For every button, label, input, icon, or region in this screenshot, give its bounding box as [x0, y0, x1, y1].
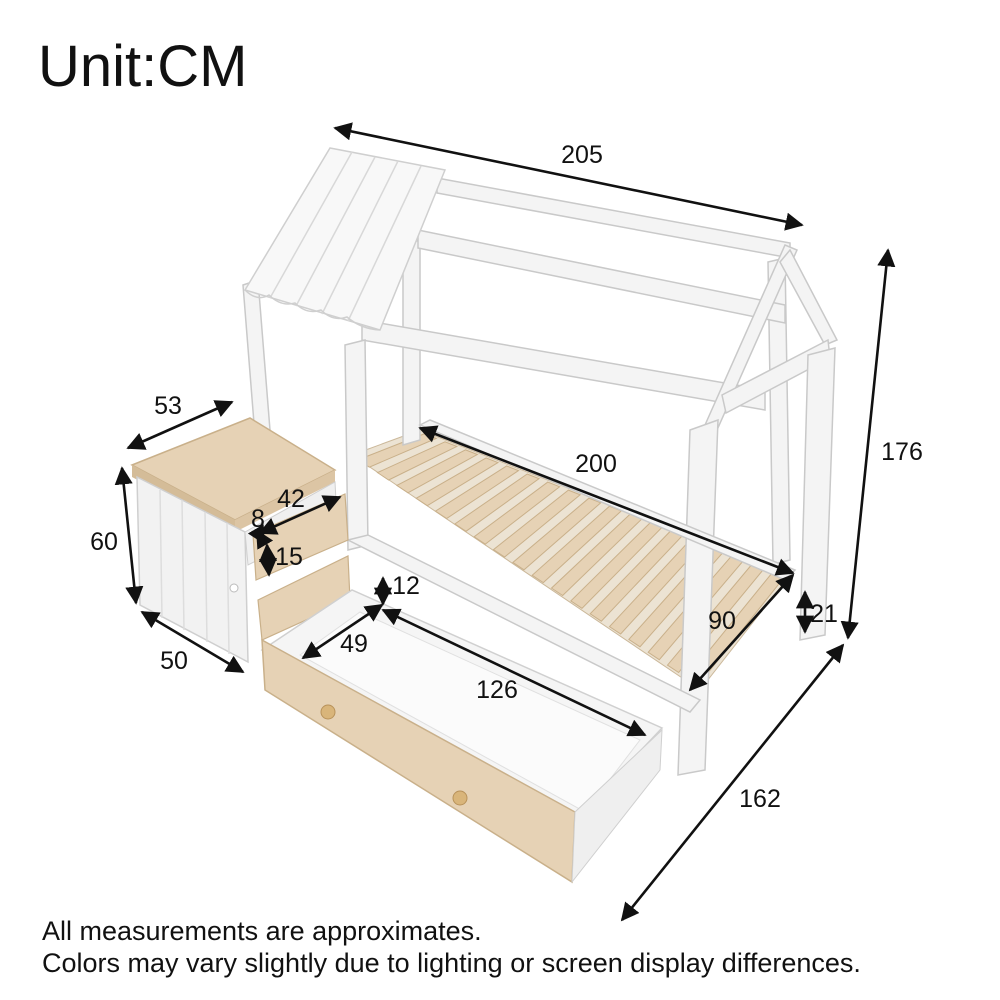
- dim-trundle-height: 12: [392, 572, 420, 600]
- dim-slat-width: 90: [708, 607, 736, 635]
- unit-label: Unit:CM: [38, 34, 248, 99]
- dim-slat-length: 200: [575, 450, 617, 478]
- dim-total-depth: 162: [739, 785, 781, 813]
- dim-nightstand-drawer-gap: 8: [251, 505, 265, 533]
- dim-nightstand-height: 60: [90, 528, 118, 556]
- dim-nightstand-drawer-height: 15: [275, 543, 303, 571]
- dim-nightstand-drawer-width: 42: [277, 485, 305, 513]
- dim-nightstand-width: 53: [154, 392, 182, 420]
- dim-nightstand-depth: 50: [160, 647, 188, 675]
- trundle-drawer: [260, 589, 664, 884]
- dim-trundle-length: 126: [476, 676, 518, 704]
- dim-bed-length-top: 205: [561, 141, 603, 169]
- note-colors: Colors may vary slightly due to lighting…: [42, 948, 861, 978]
- dim-trundle-width: 49: [340, 630, 368, 658]
- dim-floor-clearance: 21: [810, 600, 838, 628]
- note-approximate: All measurements are approximates.: [42, 916, 482, 946]
- dimension-arrows: [114, 122, 896, 922]
- dim-bed-height: 176: [881, 438, 923, 466]
